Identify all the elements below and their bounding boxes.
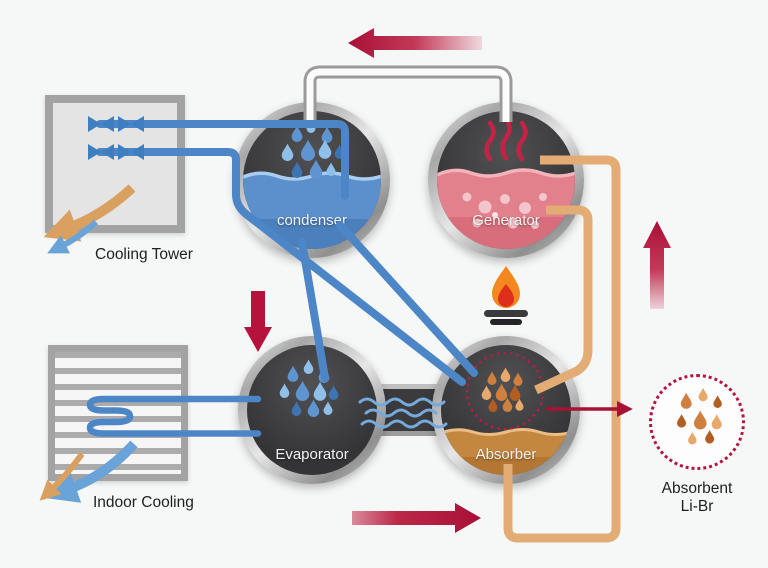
evaporator-label: Evaporator: [275, 446, 349, 463]
flow-arrow-right-icon: [352, 503, 481, 533]
absorbent-label: Absorbent Li-Br: [647, 480, 747, 516]
generator-vessel: Generator: [428, 102, 584, 258]
absorbent-label-line2: Li-Br: [680, 498, 714, 515]
cooling-tower-unit: [45, 95, 185, 233]
evaporator-vessel: Evaporator: [238, 336, 386, 484]
condenser-chamber: condenser: [243, 111, 381, 249]
absorbent-drops-icon: [481, 367, 524, 412]
absorber-chamber: Absorber: [441, 345, 571, 475]
burner-flame-icon: [484, 266, 528, 325]
absorbent-drops-icon: [677, 387, 722, 445]
flow-arrow-left-icon: [348, 28, 482, 58]
evaporator-chamber: Evaporator: [247, 345, 377, 475]
water-drops-icon: [281, 119, 345, 179]
cooling-tower-label: Cooling Tower: [95, 246, 193, 263]
absorbent-libr-circle: [649, 374, 745, 470]
absorber-vessel: Absorber: [432, 336, 580, 484]
condenser-label: condenser: [276, 212, 348, 229]
indoor-cooling-label: Indoor Cooling: [93, 494, 194, 511]
flow-arrow-up-icon: [643, 221, 671, 309]
generator-chamber: Generator: [437, 111, 575, 249]
water-drops-icon: [279, 359, 339, 417]
indoor-cooling-unit: [48, 345, 188, 481]
condenser-vessel: condenser: [234, 102, 390, 258]
generator-label: Generator: [472, 212, 540, 229]
absorber-label: Absorber: [475, 446, 537, 463]
flow-arrow-down-icon: [244, 291, 272, 352]
heat-waves-icon: [484, 115, 528, 162]
absorbent-label-line1: Absorbent: [661, 480, 733, 497]
absorbent-libr-drops: [677, 387, 722, 445]
